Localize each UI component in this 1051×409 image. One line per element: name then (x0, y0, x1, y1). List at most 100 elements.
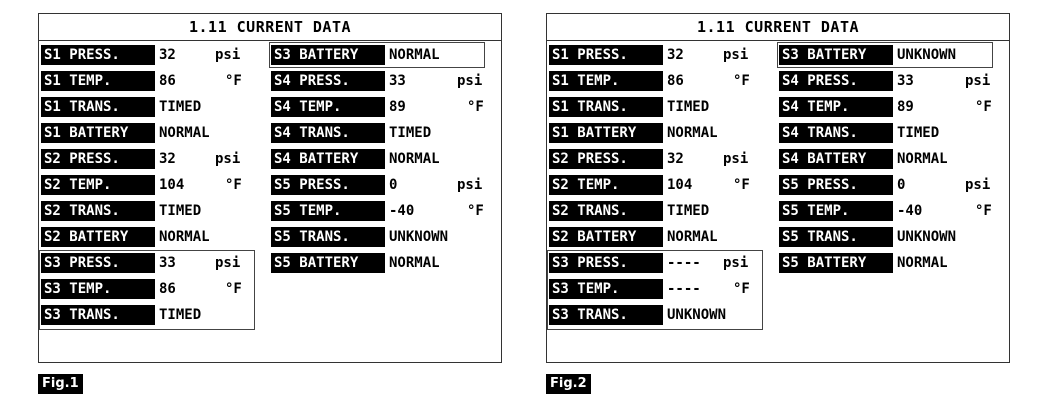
data-row: S2 TRANS.TIMED (549, 201, 775, 221)
parameter-unit: °F (975, 203, 992, 219)
parameter-unit: °F (467, 203, 484, 219)
parameter-value: UNKNOWN (897, 47, 957, 63)
parameter-value: NORMAL (389, 47, 440, 63)
parameter-value: 104 (667, 177, 693, 193)
parameter-label: S3 TRANS. (549, 305, 663, 325)
parameter-label: S3 BATTERY (271, 45, 385, 65)
parameter-value: NORMAL (389, 255, 440, 271)
parameter-value: 0 (389, 177, 398, 193)
figure-label: Fig.2 (546, 374, 591, 394)
data-row: S4 TEMP.89°F (271, 97, 497, 117)
parameter-unit: psi (723, 151, 749, 167)
parameter-label: S4 BATTERY (779, 149, 893, 169)
figure-label: Fig.1 (38, 374, 83, 394)
parameter-label: S5 TEMP. (779, 201, 893, 221)
data-row: S5 TEMP.-40 °F (779, 201, 1005, 221)
parameter-value: 32 (667, 47, 684, 63)
data-row: S3 TRANS.TIMED (41, 305, 267, 325)
parameter-unit: °F (225, 177, 242, 193)
parameter-value: 86 (159, 281, 176, 297)
parameter-label: S4 TEMP. (271, 97, 385, 117)
data-row: S4 TRANS.TIMED (271, 123, 497, 143)
parameter-label: S1 TRANS. (41, 97, 155, 117)
parameter-value: TIMED (159, 99, 202, 115)
data-row: S2 PRESS.32 psi (549, 149, 775, 169)
parameter-label: S1 PRESS. (41, 45, 155, 65)
parameter-unit: °F (733, 281, 750, 297)
data-row: S3 TEMP.---- °F (549, 279, 775, 299)
parameter-value: 89 (389, 99, 406, 115)
parameter-value: 32 (667, 151, 684, 167)
parameter-label: S1 BATTERY (41, 123, 155, 143)
parameter-label: S2 PRESS. (549, 149, 663, 169)
parameter-label: S3 TEMP. (41, 279, 155, 299)
parameter-label: S1 TEMP. (549, 71, 663, 91)
parameter-value: UNKNOWN (667, 307, 727, 323)
parameter-value: ---- (667, 281, 701, 297)
data-row: S4 TRANS.TIMED (779, 123, 1005, 143)
data-row: S2 TRANS.TIMED (41, 201, 267, 221)
parameter-value: 86 (667, 73, 684, 89)
parameter-label: S3 PRESS. (41, 253, 155, 273)
parameter-unit: psi (965, 177, 991, 193)
parameter-value: TIMED (897, 125, 940, 141)
data-row: S2 TEMP.104°F (41, 175, 267, 195)
parameter-unit: psi (215, 47, 241, 63)
parameter-value: -40 (389, 203, 415, 219)
parameter-value: NORMAL (667, 229, 718, 245)
data-row: S3 TEMP.86 °F (41, 279, 267, 299)
parameter-value: 32 (159, 47, 176, 63)
parameter-value: 86 (159, 73, 176, 89)
parameter-unit: °F (975, 99, 992, 115)
parameter-value: NORMAL (159, 229, 210, 245)
parameter-label: S1 BATTERY (549, 123, 663, 143)
parameter-value: TIMED (159, 307, 202, 323)
parameter-label: S5 PRESS. (271, 175, 385, 195)
parameter-value: 32 (159, 151, 176, 167)
parameter-value: 0 (897, 177, 906, 193)
parameter-label: S1 PRESS. (549, 45, 663, 65)
parameter-value: TIMED (667, 203, 710, 219)
parameter-value: -40 (897, 203, 923, 219)
parameter-label: S4 BATTERY (271, 149, 385, 169)
parameter-unit: psi (457, 177, 483, 193)
parameter-label: S2 TRANS. (549, 201, 663, 221)
data-row: S3 TRANS.UNKNOWN (549, 305, 775, 325)
parameter-label: S5 TEMP. (271, 201, 385, 221)
parameter-label: S4 TRANS. (779, 123, 893, 143)
parameter-label: S1 TRANS. (549, 97, 663, 117)
parameter-unit: °F (225, 281, 242, 297)
parameter-value: 104 (159, 177, 185, 193)
data-row: S4 TEMP.89°F (779, 97, 1005, 117)
parameter-label: S3 TEMP. (549, 279, 663, 299)
parameter-label: S5 PRESS. (779, 175, 893, 195)
parameter-label: S3 PRESS. (549, 253, 663, 273)
parameter-label: S5 TRANS. (271, 227, 385, 247)
parameter-unit: °F (733, 73, 750, 89)
data-row: S1 PRESS.32 psi (41, 45, 267, 65)
parameter-label: S4 TEMP. (779, 97, 893, 117)
screen-title: 1.11 CURRENT DATA (39, 14, 501, 41)
data-row: S5 TRANS.UNKNOWN (271, 227, 497, 247)
parameter-label: S4 TRANS. (271, 123, 385, 143)
parameter-value: NORMAL (897, 151, 948, 167)
data-row: S2 TEMP.104°F (549, 175, 775, 195)
data-row: S5 TRANS.UNKNOWN (779, 227, 1005, 247)
parameter-value: UNKNOWN (389, 229, 449, 245)
parameter-value: ---- (667, 255, 701, 271)
parameter-value: NORMAL (897, 255, 948, 271)
parameter-unit: psi (215, 151, 241, 167)
parameter-unit: psi (723, 47, 749, 63)
parameter-unit: °F (733, 177, 750, 193)
